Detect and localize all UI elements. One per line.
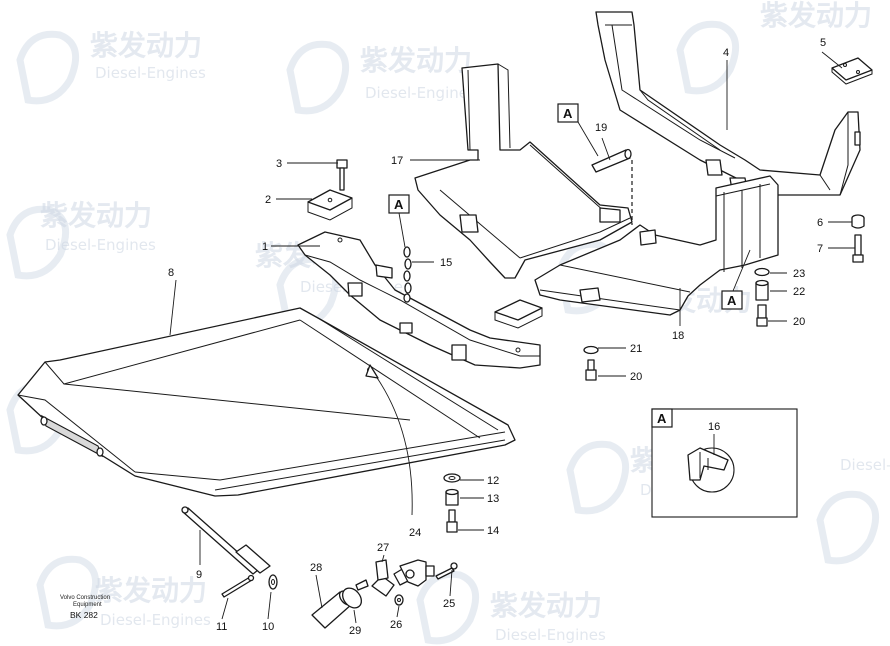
label-7: 7 (817, 243, 823, 255)
block-2 (307, 189, 353, 221)
label-29: 29 (349, 625, 361, 637)
label-11: 11 (216, 621, 227, 633)
svg-text:紫发动力: 紫发动力 (90, 29, 202, 62)
marker-a-3: A (721, 290, 743, 310)
screw-25 (435, 562, 458, 580)
watermark-10: 紫发动力 Diesel-Engines (36, 555, 211, 630)
leader-lines (169, 51, 855, 624)
label-6: 6 (817, 217, 823, 229)
label-1: 1 (262, 241, 268, 253)
label-2: 2 (265, 194, 271, 206)
fitting-24 (399, 559, 435, 587)
label-5: 5 (820, 37, 826, 49)
arrow-24 (365, 364, 413, 516)
spacer-13 (445, 488, 459, 506)
watermark-11: 紫发动力 Diesel-Engines (416, 570, 606, 645)
drawing-credits: Volvo Construction Equipment BK 282 (60, 595, 110, 620)
label-4: 4 (723, 47, 729, 59)
washer-23 (754, 267, 770, 277)
pin-19 (591, 148, 632, 173)
spacer-6 (851, 214, 865, 229)
label-12: 12 (487, 475, 499, 487)
label-27: 27 (377, 542, 389, 554)
label-3: 3 (276, 158, 282, 170)
gas-spring-9 (181, 506, 271, 575)
label-17: 17 (391, 155, 403, 167)
nut-26 (394, 594, 404, 606)
washer-12 (443, 473, 461, 483)
label-10: 10 (262, 621, 274, 633)
label-18: 18 (672, 330, 684, 342)
marker-a-1: A (388, 194, 410, 214)
label-20-centre: 20 (630, 371, 642, 383)
chain-15 (403, 246, 412, 303)
bolt-20-right (756, 304, 768, 327)
cover-plate-8 (17, 307, 516, 497)
svg-text:A: A (394, 197, 404, 212)
label-8: 8 (168, 267, 174, 279)
svg-text:Diesel-Engines: Diesel-Engines (95, 64, 206, 82)
label-20-right: 20 (793, 316, 805, 328)
bolt-14 (446, 509, 458, 533)
watermark-2: 紫发动力 Diesel-Engines (286, 40, 476, 115)
label-14: 14 (487, 525, 499, 537)
marker-a-1-leader (398, 212, 406, 248)
spacer-22 (755, 279, 769, 301)
marker-a-2: A (557, 103, 579, 123)
mounting-block (494, 299, 543, 329)
plate-5 (831, 57, 873, 85)
washer-10 (268, 574, 278, 590)
svg-text:Diesel-Engines: Diesel-Engines (365, 84, 476, 102)
label-28: 28 (310, 562, 322, 574)
marker-a-detail: A (651, 408, 673, 428)
label-16: 16 (708, 421, 720, 433)
svg-text:A: A (657, 411, 667, 426)
svg-text:Diesel-Engines: Diesel-Engines (100, 611, 211, 629)
svg-text:Diesel-Engines: Diesel-Engines (45, 236, 156, 254)
credit-line-1: Volvo Construction (60, 595, 110, 601)
watermark-12: Diesel-Engines (816, 456, 890, 565)
svg-text:A: A (563, 106, 573, 121)
split-pin-11 (221, 574, 255, 598)
svg-text:紫发动力: 紫发动力 (360, 44, 472, 77)
label-13: 13 (487, 493, 499, 505)
part-number-labels: 3 2 1 5 4 6 7 8 17 15 19 23 22 20 18 21 … (168, 37, 826, 637)
svg-text:紫发动力: 紫发动力 (760, 0, 872, 32)
label-15: 15 (440, 257, 452, 269)
svg-text:紫发动力: 紫发动力 (95, 574, 207, 607)
svg-text:A: A (727, 293, 737, 308)
credit-line-2: Equipment (73, 602, 102, 608)
bolt-20-centre (585, 359, 597, 381)
guard-plate-18 (534, 175, 779, 316)
label-9: 9 (196, 569, 202, 581)
watermark-1: 紫发动力 Diesel-Engines (16, 29, 206, 105)
bolt-7 (852, 234, 864, 263)
label-23: 23 (793, 268, 805, 280)
marker-a-2-leader (577, 121, 599, 157)
marker-a-3-leader (732, 249, 751, 292)
watermark-3: 紫发动力 (676, 0, 872, 95)
support-bracket-1 (297, 231, 541, 369)
svg-text:Diesel-Engines: Diesel-Engines (840, 456, 890, 474)
detail-view-a (651, 408, 798, 518)
svg-text:Diesel-Engines: Diesel-Engines (495, 626, 606, 644)
screw-3 (336, 159, 348, 191)
label-19: 19 (595, 122, 607, 134)
label-24: 24 (409, 527, 421, 539)
drawing-code: BK 282 (70, 610, 98, 620)
label-26: 26 (390, 619, 402, 631)
watermark-4: 紫发动力 Diesel-Engines (6, 199, 156, 280)
label-22: 22 (793, 286, 805, 298)
svg-text:紫发动力: 紫发动力 (40, 199, 152, 232)
label-25: 25 (443, 598, 455, 610)
washer-21 (583, 345, 599, 355)
svg-text:紫发动力: 紫发动力 (490, 589, 602, 622)
clamp-29 (341, 579, 369, 609)
label-21: 21 (630, 343, 642, 355)
